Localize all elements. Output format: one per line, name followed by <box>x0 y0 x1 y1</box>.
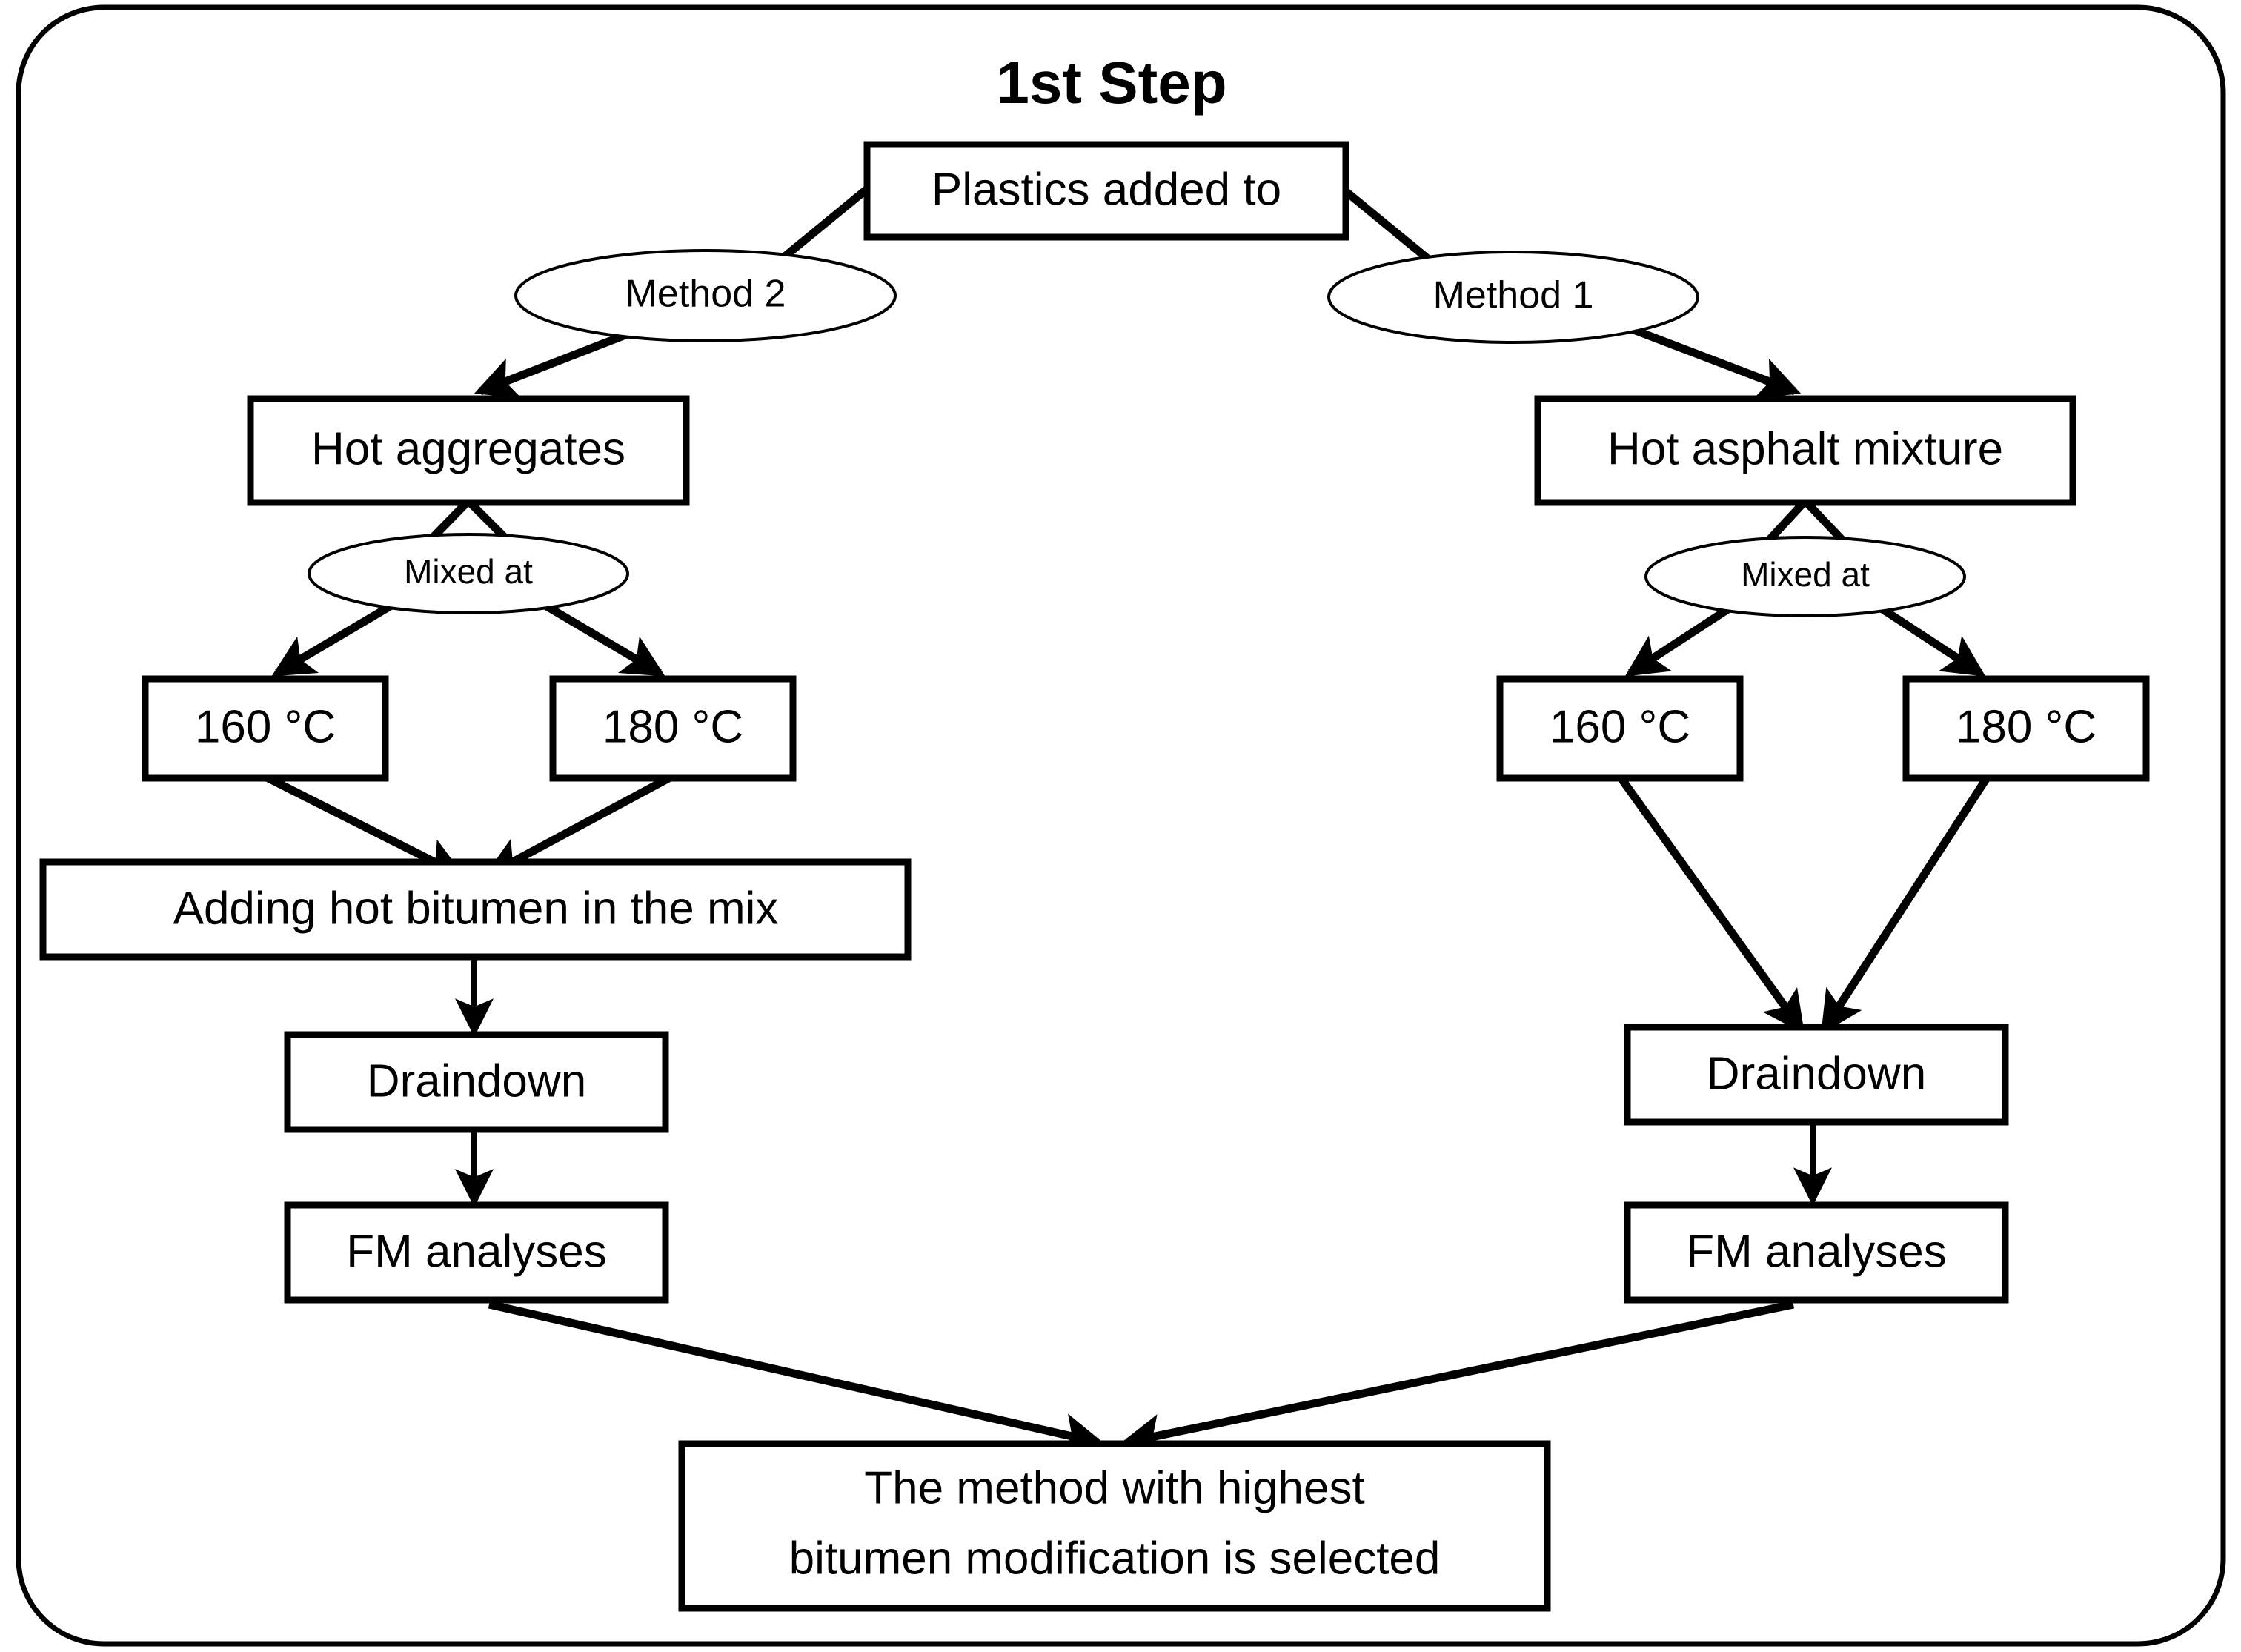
node-mixed-at-left: Mixed at <box>308 533 629 614</box>
node-draindown-left: Draindown <box>284 1031 669 1133</box>
edge-method1-to-hot-asphalt <box>1618 320 1802 399</box>
node-draindown-right: Draindown <box>1624 1024 2009 1126</box>
edge-mixed-left-to-180 <box>534 597 665 677</box>
node-plastics-added-to-label: Plastics added to <box>932 164 1281 215</box>
node-conclusion-line1: The method with highest <box>864 1462 1365 1513</box>
node-left-temp-180-label: 180 °C <box>602 701 743 752</box>
outer-frame <box>16 4 2226 1647</box>
node-plastics-added-to: Plastics added to <box>863 141 1349 241</box>
node-draindown-right-label: Draindown <box>1707 1048 1926 1099</box>
edge-mixed-left-to-160 <box>271 597 402 677</box>
node-right-temp-180-label: 180 °C <box>1956 701 2096 752</box>
node-right-temp-180: 180 °C <box>1902 675 2150 782</box>
diagram-title: 1st Step <box>996 50 1226 116</box>
node-hot-aggregates-label: Hot aggregates <box>311 423 625 474</box>
node-left-temp-180: 180 °C <box>549 675 797 782</box>
edge-180-right-to-draindown <box>1821 774 1991 1035</box>
node-fm-analyses-left-label: FM analyses <box>346 1226 606 1277</box>
node-fm-analyses-right-label: FM analyses <box>1686 1226 1946 1277</box>
node-hot-asphalt-mixture-label: Hot asphalt mixture <box>1607 423 2003 474</box>
node-adding-bitumen-label: Adding hot bitumen in the mix <box>173 883 779 934</box>
node-hot-aggregates: Hot aggregates <box>247 395 690 506</box>
node-conclusion-line2: bitumen modification is selected <box>789 1533 1441 1584</box>
edge-160-left-to-adding-bitumen <box>263 773 465 878</box>
node-mixed-at-right: Mixed at <box>1644 536 1966 617</box>
edge-fm-left-to-conclusion <box>488 1300 1105 1456</box>
node-method2: Method 2 <box>514 249 897 342</box>
node-method1-label: Method 1 <box>1433 274 1594 317</box>
node-fm-analyses-right: FM analyses <box>1624 1201 2009 1304</box>
edge-180-left-to-adding-bitumen <box>483 773 674 878</box>
edge-fm-right-to-conclusion <box>1120 1300 1795 1456</box>
node-method1: Method 1 <box>1327 251 1699 344</box>
node-draindown-left-label: Draindown <box>367 1055 586 1107</box>
edge-mixed-right-to-180 <box>1870 600 1986 677</box>
node-method2-label: Method 2 <box>625 273 786 316</box>
node-mixed-at-left-label: Mixed at <box>404 552 533 591</box>
node-right-temp-160: 160 °C <box>1496 675 1744 782</box>
node-fm-analyses-left: FM analyses <box>284 1201 669 1304</box>
node-left-temp-160: 160 °C <box>142 675 389 782</box>
node-mixed-at-right-label: Mixed at <box>1741 555 1870 594</box>
edge-mixed-right-to-160 <box>1624 600 1740 677</box>
node-right-temp-160-label: 160 °C <box>1550 701 1690 752</box>
edge-160-right-to-draindown <box>1616 774 1805 1035</box>
node-adding-bitumen: Adding hot bitumen in the mix <box>39 858 912 961</box>
node-left-temp-160-label: 160 °C <box>195 701 336 752</box>
node-conclusion: The method with highest bitumen modifica… <box>678 1440 1551 1612</box>
node-hot-asphalt-mixture: Hot asphalt mixture <box>1534 395 2076 506</box>
